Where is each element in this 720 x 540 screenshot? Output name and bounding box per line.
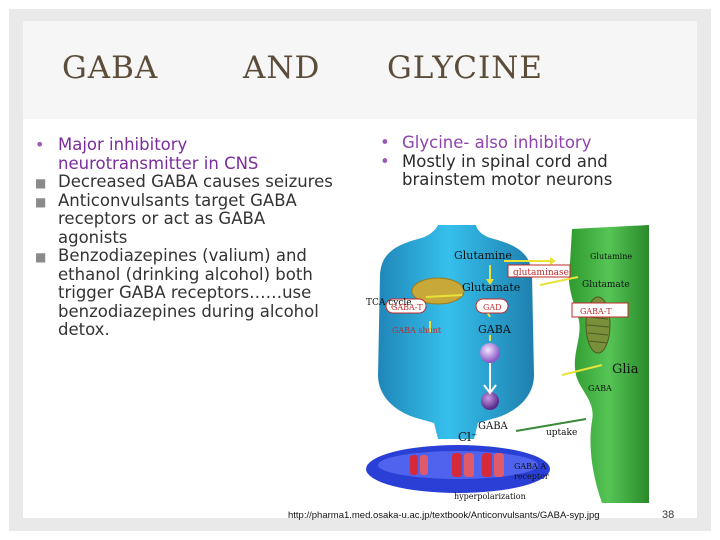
list-item: ■ Anticonvulsants target GABA receptors … — [33, 190, 333, 248]
glia-gaba-t-box — [571, 302, 629, 318]
title-word-glycine: GLYCINE — [387, 50, 544, 86]
label-tca-cycle: TCA cycle — [366, 298, 412, 308]
right-bullet-list: • Glycine- also inhibitory • Mostly in s… — [380, 133, 680, 190]
list-item: • Glycine- also inhibitory — [380, 133, 680, 153]
round-bullet-icon: • — [380, 133, 390, 152]
vesicle-2 — [481, 392, 499, 410]
label-cleft-gaba: GABA — [478, 421, 509, 432]
presynaptic-mitochondrion — [411, 277, 465, 305]
bullet-text: Mostly in spinal cord and brainstem moto… — [402, 151, 613, 189]
label-gaba: GABA — [478, 323, 512, 336]
label-uptake: uptake — [546, 428, 577, 438]
label-hyperpolarization: hyperpolarization — [454, 492, 526, 501]
gaba-synapse-diagram: Glutamine glutaminase Glutamate TCA cycl… — [366, 225, 649, 503]
bullet-text: Major inhibitory neurotransmitter in CNS — [58, 135, 259, 173]
label-glia: Glia — [612, 362, 639, 377]
label-glia-glutamate: Glutamate — [582, 280, 630, 290]
title-word-and: AND — [243, 50, 321, 86]
label-gaba-shunt: GABA shunt — [392, 326, 442, 335]
list-item: • Mostly in spinal cord and brainstem mo… — [380, 151, 680, 190]
square-bullet-icon: ■ — [35, 194, 47, 209]
label-glia-gaba-t: GABA-T — [580, 307, 612, 316]
title-word-gaba: GABA — [62, 50, 159, 86]
list-item: • Major inhibitory neurotransmitter in C… — [33, 135, 333, 173]
vesicle-1 — [480, 343, 500, 363]
gaba-a-receptors — [410, 453, 504, 477]
title-box — [23, 21, 697, 119]
round-bullet-icon: • — [380, 151, 390, 171]
bullet-text: Glycine- also inhibitory — [402, 133, 592, 152]
gaba-t-box — [385, 298, 427, 314]
page-number: 38 — [662, 509, 675, 521]
label-glutamine: Glutamine — [454, 249, 512, 262]
glia-cell — [568, 225, 649, 503]
bullet-text: Decreased GABA causes seizures — [58, 172, 333, 191]
label-gaba-t: GABA-T — [391, 303, 423, 312]
round-bullet-icon: • — [35, 135, 45, 154]
label-glutamate: Glutamate — [462, 281, 520, 294]
label-glia-gaba: GABA — [588, 384, 612, 393]
bullet-text: Benzodiazepines (valium) and ethanol (dr… — [58, 246, 319, 339]
label-chloride: Cl⁻ — [458, 430, 477, 444]
vesicle-arrowhead — [483, 384, 497, 395]
image-source-caption: http://pharma1.med.osaka-u.ac.jp/textboo… — [288, 510, 600, 521]
gad-box — [475, 298, 509, 314]
bullet-text: Anticonvulsants target GABA receptors or… — [58, 190, 297, 247]
list-item: ■ Benzodiazepines (valium) and ethanol (… — [33, 246, 333, 340]
label-glia-glutamine: Glutamine — [590, 252, 632, 261]
label-gad: GAD — [483, 303, 502, 312]
glutaminase-box — [507, 264, 571, 278]
label-glutaminase: glutaminase — [513, 268, 569, 278]
list-item: ■ Decreased GABA causes seizures — [33, 172, 333, 192]
square-bullet-icon: ■ — [35, 250, 47, 264]
left-bullet-list: • Major inhibitory neurotransmitter in C… — [33, 135, 333, 340]
square-bullet-icon: ■ — [35, 176, 47, 190]
